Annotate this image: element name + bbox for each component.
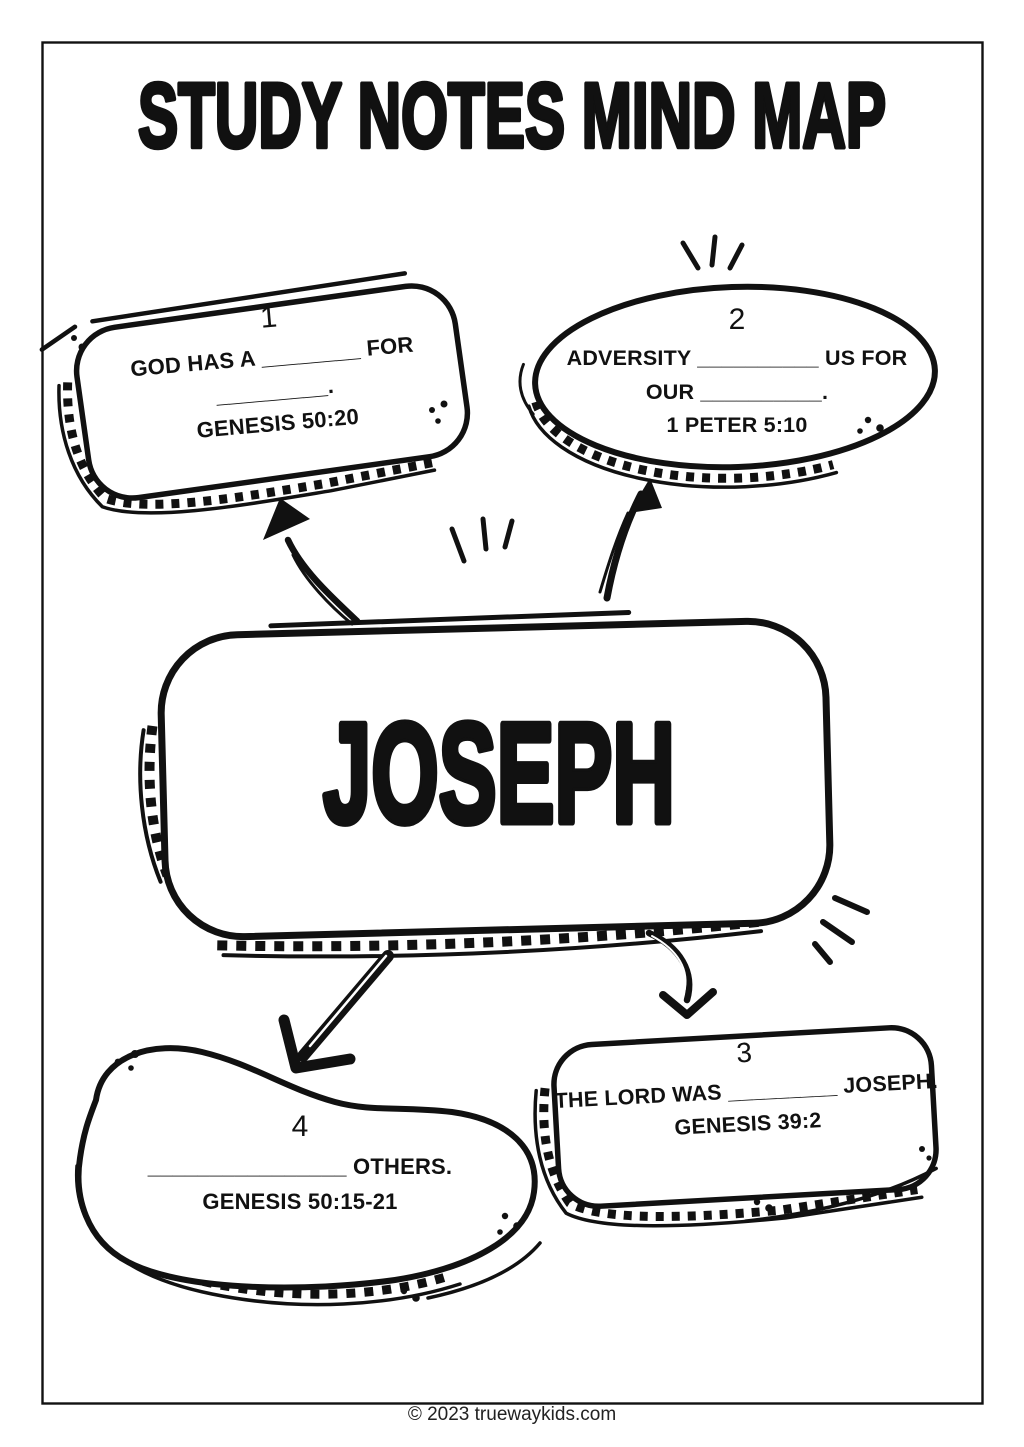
node2-line3: 1 PETER 5:10 <box>666 413 808 437</box>
node2-speckles <box>857 416 884 434</box>
arrow1-head <box>263 498 310 540</box>
center-left-rail <box>138 728 163 884</box>
node2-line1: ADVERSITY __________ US FOR <box>566 346 908 370</box>
arrow3-shaft-gap <box>651 935 687 994</box>
center-bubble <box>138 609 834 959</box>
node1-double-stroke <box>39 271 408 352</box>
page-border <box>41 41 984 1405</box>
node4-outline <box>75 1045 538 1291</box>
node3-swoosh <box>744 1166 938 1223</box>
center-top-rays <box>449 516 515 564</box>
node4-swoosh <box>426 1241 542 1300</box>
arrow-to-node4 <box>278 950 394 1074</box>
node1-shadow-hatch <box>63 382 439 509</box>
arrow1-shaft <box>284 536 361 625</box>
node3-speckles <box>753 1146 932 1212</box>
arrow3-head <box>659 988 717 1019</box>
node3-label-block: 3 THE LORD WAS _________ JOSEPH. GENESIS… <box>549 1022 942 1151</box>
arrow2-head <box>629 478 662 513</box>
node3-shadow-rail <box>533 1088 924 1228</box>
node4-bubble <box>74 1045 542 1307</box>
node3-bubble <box>533 1024 939 1228</box>
node2-label-block: 2 ADVERSITY __________ US FOR OUR ______… <box>542 299 932 442</box>
node2-line2: OUR __________. <box>645 380 829 404</box>
node1-outline <box>73 283 471 501</box>
arrow2-shaft-double <box>598 511 630 594</box>
node3-outline <box>551 1024 939 1210</box>
node2-shadow-hatch <box>531 400 835 483</box>
node2-number: 2 <box>728 303 746 336</box>
copyright-footer: © 2023 truewaykids.com <box>407 1404 617 1425</box>
arrow-to-node2 <box>598 478 662 602</box>
center-double-stroke <box>268 609 632 629</box>
center-bottom-rail <box>221 929 764 959</box>
node2-shadow-rail <box>527 404 839 489</box>
node2-bubble <box>518 283 938 489</box>
node2-double-stroke <box>518 362 535 416</box>
center-outline <box>157 617 834 941</box>
arrow-to-node3 <box>645 929 717 1019</box>
node2-emphasis-rays <box>680 234 745 271</box>
node4-line2: GENESIS 50:15-21 <box>202 1189 398 1214</box>
node4-line1: ________________ OTHERS. <box>147 1154 453 1179</box>
node4-label-block: 4 ________________ OTHERS. GENESIS 50:15… <box>102 1106 498 1219</box>
arrow4-shaft-gap <box>308 954 388 1048</box>
node1-shadow-rail <box>57 383 437 515</box>
center-right-rays <box>812 895 870 965</box>
arrow4-head <box>278 1014 356 1074</box>
arrow3-shaft <box>645 929 693 1004</box>
center-node-label: JOSEPH <box>323 694 675 853</box>
page-title: STUDY NOTES MIND MAP <box>138 65 886 167</box>
node1-bubble <box>39 271 471 515</box>
node1-speckles <box>71 335 448 424</box>
center-bottom-hatch <box>217 915 768 952</box>
arrow-to-node1 <box>263 498 361 626</box>
node2-outline <box>532 283 938 471</box>
node4-number: 4 <box>291 1110 309 1143</box>
node4-speckles <box>114 1050 521 1302</box>
arrow1-shaft-double <box>291 553 354 626</box>
node3-shadow-hatch <box>539 1087 918 1221</box>
